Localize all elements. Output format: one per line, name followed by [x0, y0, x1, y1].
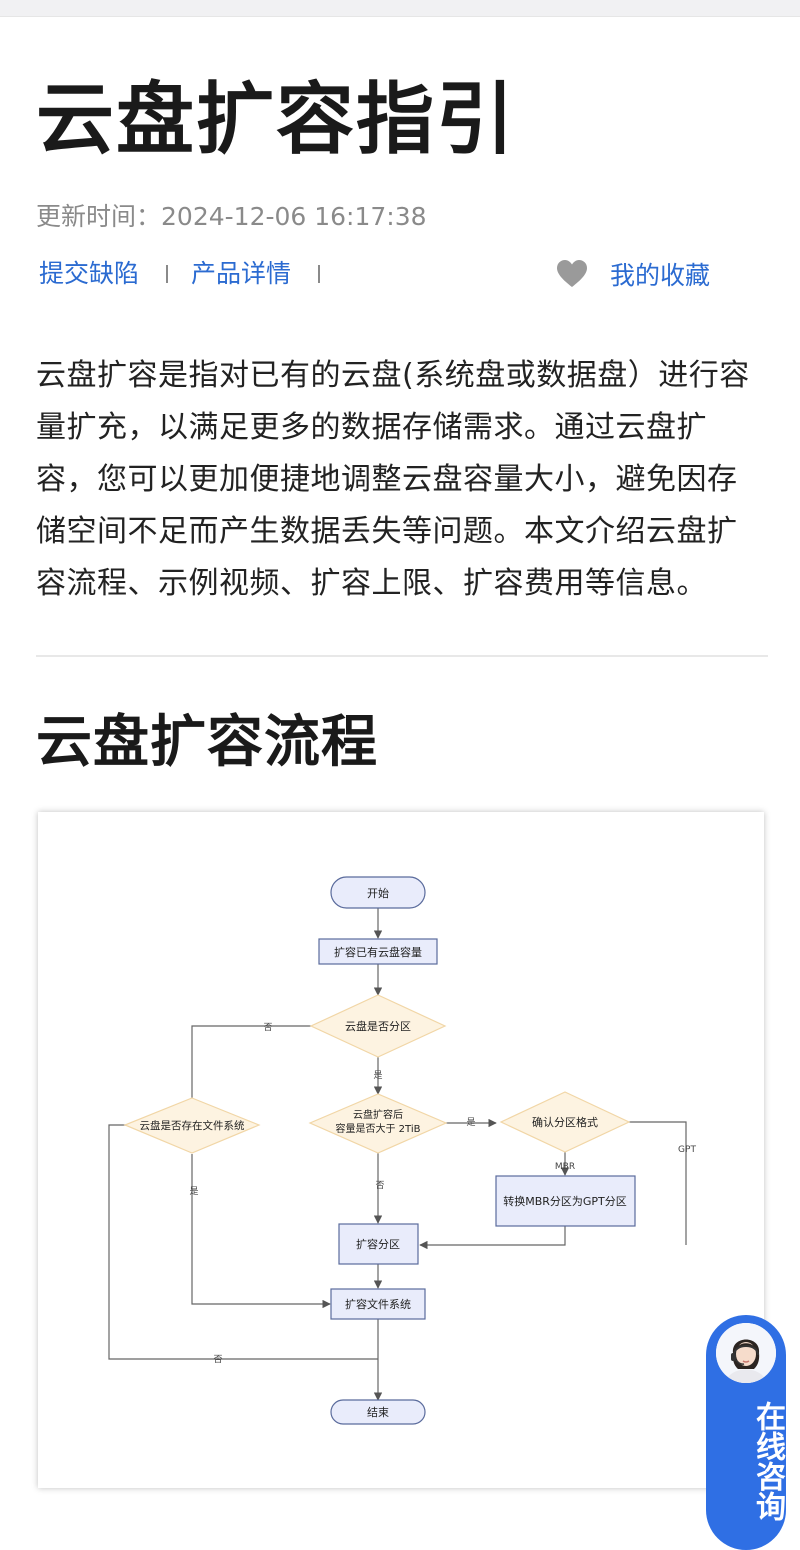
edge-label-no: 否: [375, 1180, 384, 1191]
report-defect-link[interactable]: 提交缺陷: [39, 259, 140, 288]
favorite-label: 我的收藏: [610, 261, 711, 290]
section-divider: [36, 655, 768, 657]
product-details-link[interactable]: 产品详情: [191, 259, 292, 288]
flow-edge: [187, 1025, 311, 1127]
flow-edge: [108, 1124, 378, 1360]
flow-label-start: 开始: [367, 886, 389, 900]
flow-node-expand-partition: [338, 1223, 419, 1265]
flow-node-expand-fs: [330, 1288, 426, 1320]
favorite-button[interactable]: 我的收藏: [556, 255, 710, 293]
intro-paragraph: 云盘扩容是指对已有的云盘(系统盘或数据盘）进行容量扩充，以满足更多的数据存储需求…: [36, 358, 750, 601]
flow-label-end: 结束: [367, 1406, 389, 1419]
edge-label-yes: 是: [466, 1117, 475, 1128]
flow-label-d2-line1: 云盘扩容后: [353, 1108, 403, 1121]
update-label: 更新时间：: [36, 202, 162, 231]
flow-label-convert: 转换MBR分区为GPT分区: [503, 1194, 627, 1208]
edge-label-no: 否: [263, 1022, 272, 1033]
page-title: 云盘扩容指引: [36, 75, 517, 165]
update-info: 更新时间：2024-12-06 16:17:38: [36, 200, 427, 234]
flow-decision-format: [499, 1091, 631, 1153]
top-bar: [0, 0, 800, 17]
flow-label-expand-fs: 扩容文件系统: [345, 1297, 411, 1311]
flow-node-end: [330, 1399, 426, 1425]
heart-icon: [557, 260, 587, 287]
flow-edge: [629, 1121, 687, 1245]
article-actions: 提交缺陷 产品详情 我的收藏: [36, 255, 766, 295]
edge-label-no: 否: [213, 1354, 222, 1365]
avatar-icon: [716, 1323, 776, 1383]
flow-node-convert: [495, 1175, 636, 1227]
flow-edge: [191, 1154, 331, 1309]
flow-node-step1: [318, 938, 438, 965]
divider: [318, 265, 320, 283]
update-time: 2024-12-06 16:17:38: [161, 202, 427, 231]
flow-decision-filesystem: [123, 1097, 261, 1154]
flow-label-expand-partition: 扩容分区: [356, 1237, 400, 1251]
divider: [166, 265, 168, 283]
flow-label-d4: 云盘是否存在文件系统: [140, 1119, 245, 1132]
flowchart: 开始 扩容已有云盘容量 云盘是否分区 云盘扩容后 容量是否大于 2TiB 确认分…: [38, 812, 764, 1488]
edge-label-yes: 是: [373, 1070, 382, 1081]
flow-edge: [419, 1226, 566, 1250]
edge-label-mbr: MBR: [555, 1162, 575, 1172]
section-title: 云盘扩容流程: [36, 710, 378, 775]
flow-decision-partitioned: [309, 994, 447, 1058]
edge-label-gpt: GPT: [678, 1145, 696, 1155]
flow-node-start: [330, 876, 426, 909]
flow-label-d3: 确认分区格式: [532, 1115, 598, 1129]
flow-label-step1: 扩容已有云盘容量: [334, 945, 422, 959]
flow-decision-size: [308, 1093, 448, 1154]
edge-label-yes: 是: [189, 1186, 198, 1197]
flow-label-d1: 云盘是否分区: [345, 1019, 411, 1033]
online-consult-label: 在线咨询: [750, 1401, 785, 1521]
online-consult-button[interactable]: 在线咨询: [706, 1315, 786, 1550]
flow-label-d2-line2: 容量是否大于 2TiB: [336, 1122, 421, 1135]
